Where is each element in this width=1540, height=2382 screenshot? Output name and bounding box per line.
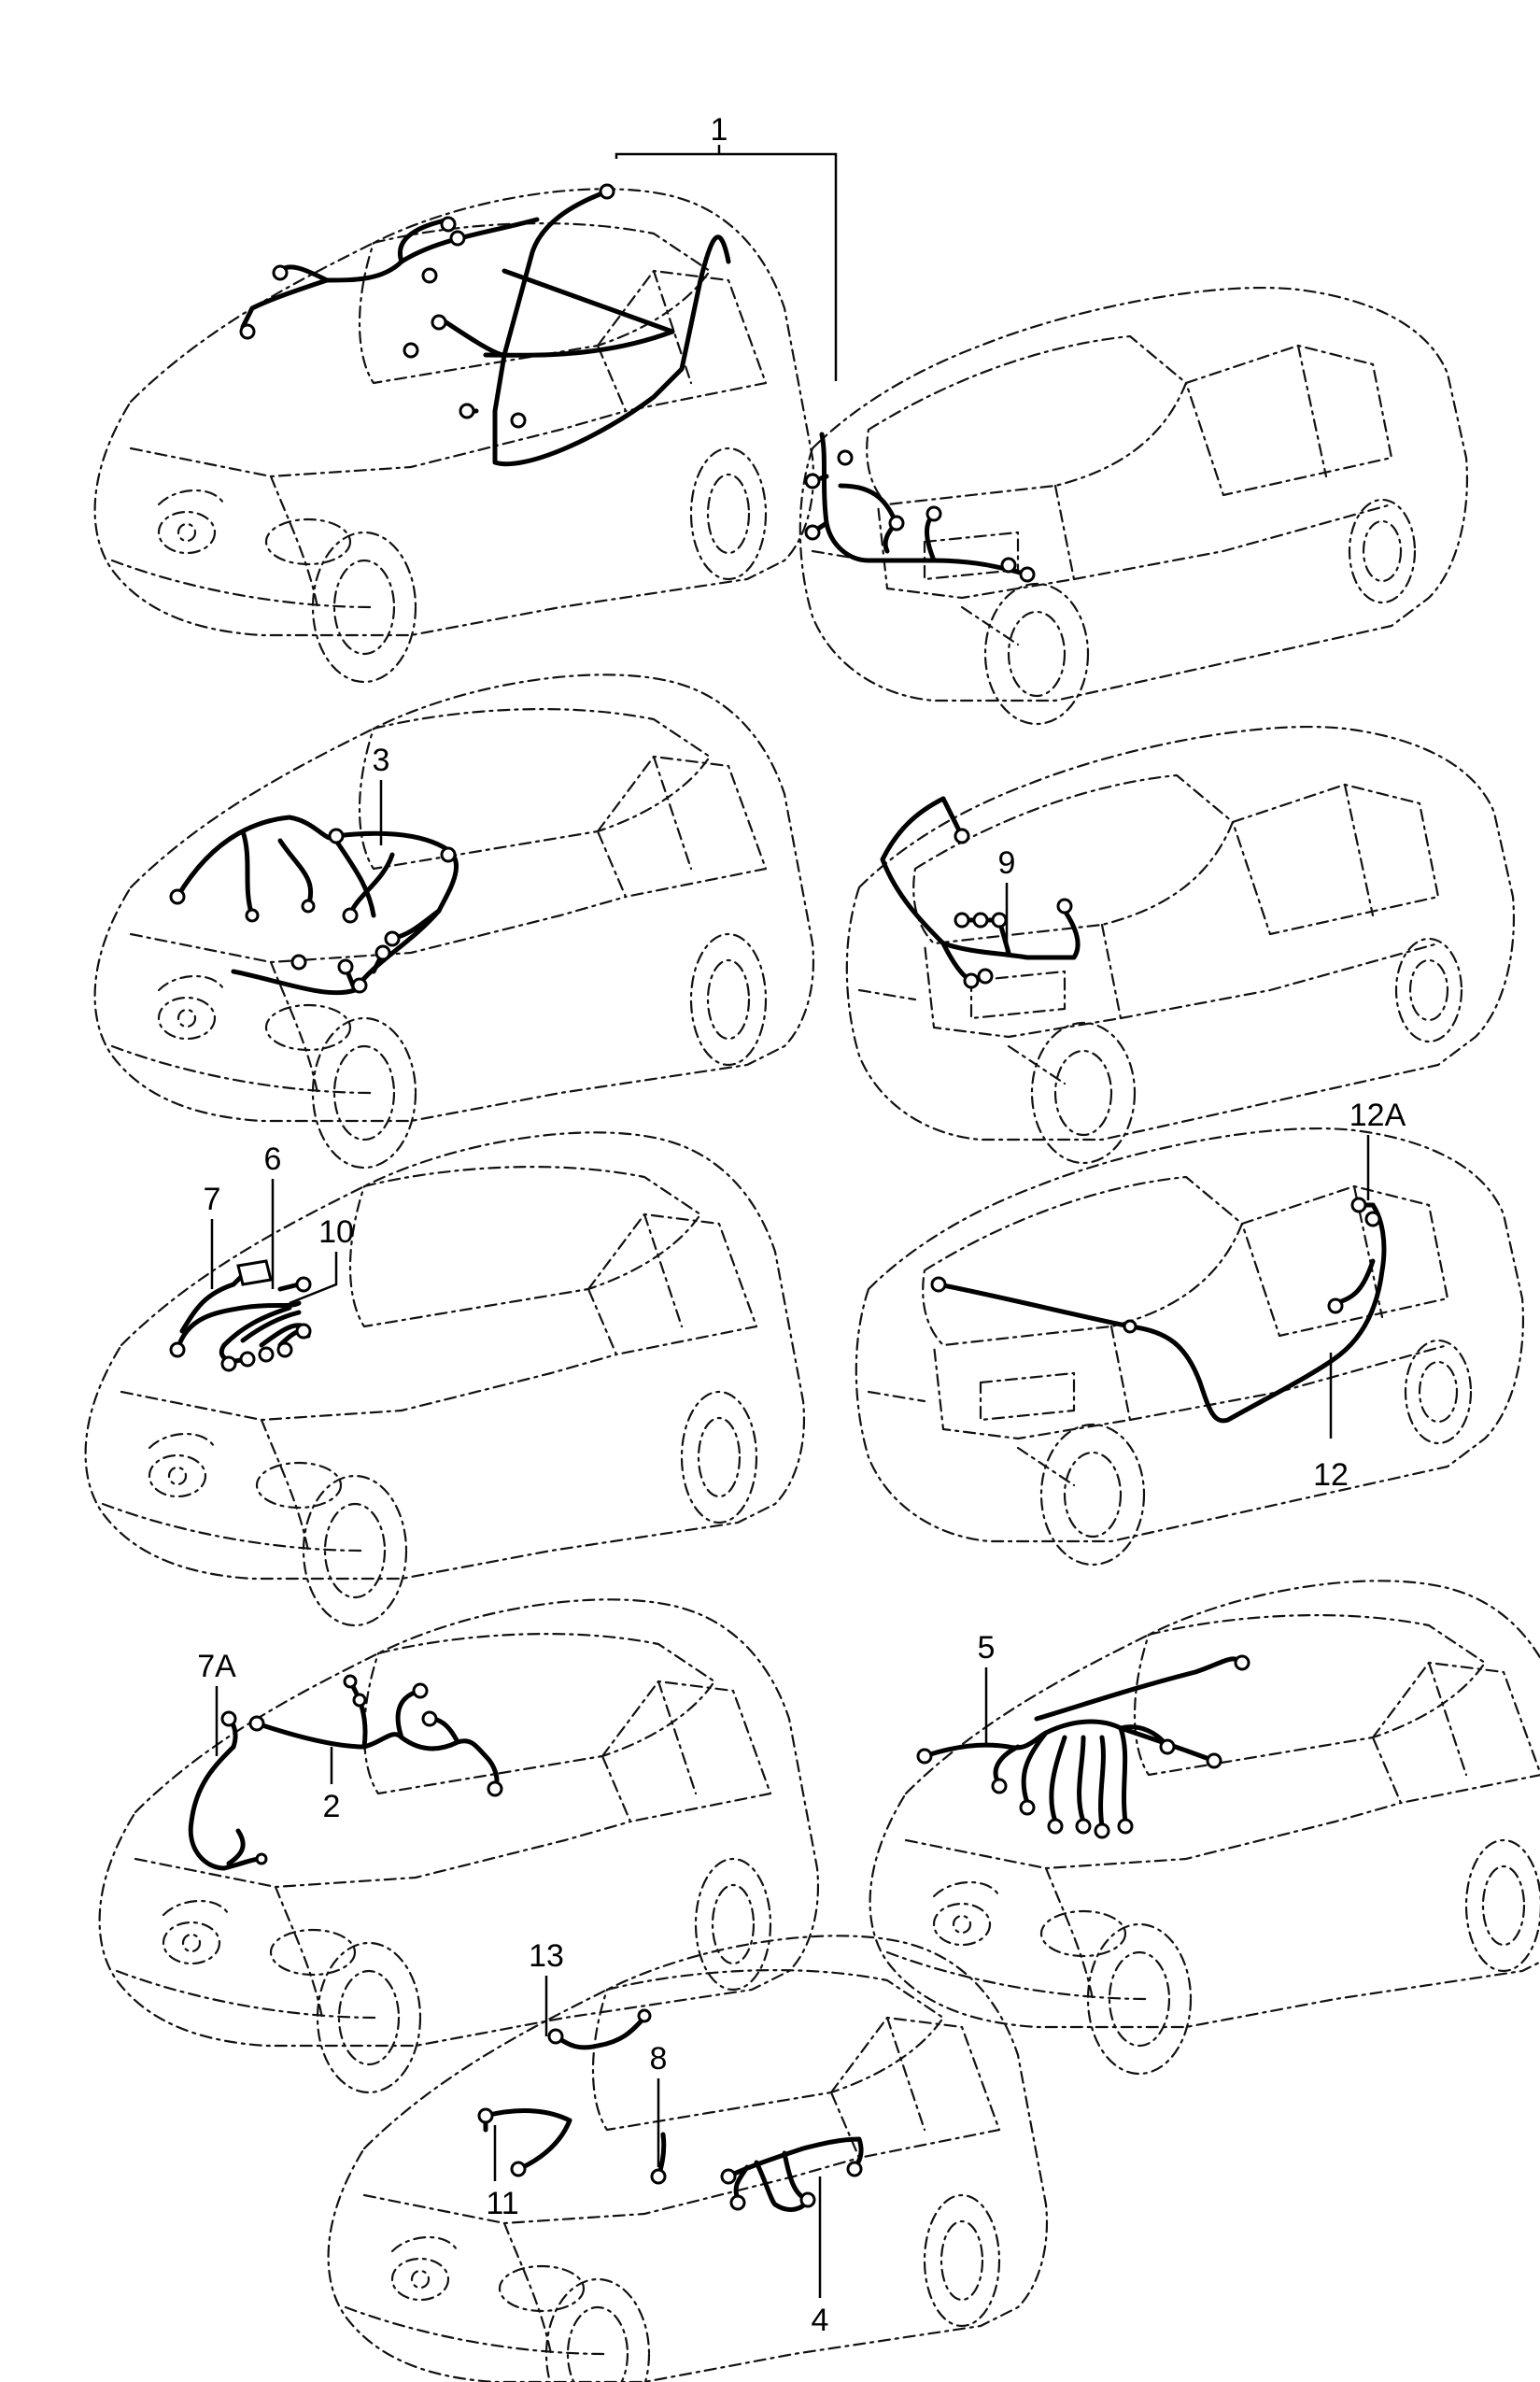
connectors-panel-5 [169,1276,312,1372]
harness-5 [922,1656,1245,1829]
connectors-panel-9 [477,2008,863,2211]
callout-7-group: 7 [204,1182,221,1289]
callout-11: 11 [486,2186,518,2221]
car-outline-panel-2 [798,286,1469,726]
callout-12a: 12A [1349,1098,1406,1133]
harness-12 [936,1202,1387,1424]
callout-13: 13 [529,1938,564,1974]
callout-3: 3 [373,743,390,778]
callout-12-group: 12 [1313,1353,1349,1493]
callout-3-group: 3 [373,743,390,845]
callout-12: 12 [1313,1457,1349,1493]
car-outline-panel-8 [869,1580,1540,2076]
connectors-panel-1 [239,183,615,429]
callout-8-group: 8 [650,2041,668,2167]
harness-3 [175,815,459,996]
harness-4-8-11-13 [483,2015,864,2212]
callout-12a-group: 12A [1349,1098,1406,1200]
connectors-panel-2 [804,449,1036,583]
harness-6-7-10 [175,1259,311,1364]
car-outline-panel-9 [327,1935,1049,2382]
callout-8: 8 [650,2041,668,2077]
callout-4-group: 4 [812,2176,829,2338]
car-outline-panel-5 [84,1131,806,1627]
callout-1-group: 1 [615,112,838,381]
harness-9 [880,796,1081,984]
callout-7a: 7A [197,1649,236,1684]
callout-7: 7 [204,1182,221,1217]
callout-2: 2 [323,1789,341,1824]
callout-9: 9 [998,845,1016,881]
callout-10-group: 10 [289,1214,354,1305]
callout-2-group: 2 [323,1747,341,1824]
harness-2-7a [188,1679,500,1871]
connectors-panel-4 [954,828,1073,989]
callout-1: 1 [711,112,728,148]
callout-5-group: 5 [978,1630,996,1747]
callout-10: 10 [318,1214,354,1250]
connectors-panel-8 [916,1654,1250,1839]
car-outline-panel-3 [93,673,815,1170]
callout-6: 6 [264,1141,282,1177]
callout-4: 4 [812,2303,829,2338]
callout-11-group: 11 [486,2125,519,2221]
callout-7a-group: 7A [197,1649,236,1756]
callout-6-group: 6 [264,1141,282,1289]
car-outline-panel-6 [855,1127,1525,1567]
connectors-panel-6 [930,1197,1381,1334]
connectors-panel-7 [220,1674,503,1865]
connectors-panel-3 [169,828,457,994]
harness-1-front [240,189,731,467]
callout-13-group: 13 [529,1938,564,2036]
callout-9-group: 9 [998,845,1016,953]
callout-5: 5 [978,1630,996,1666]
